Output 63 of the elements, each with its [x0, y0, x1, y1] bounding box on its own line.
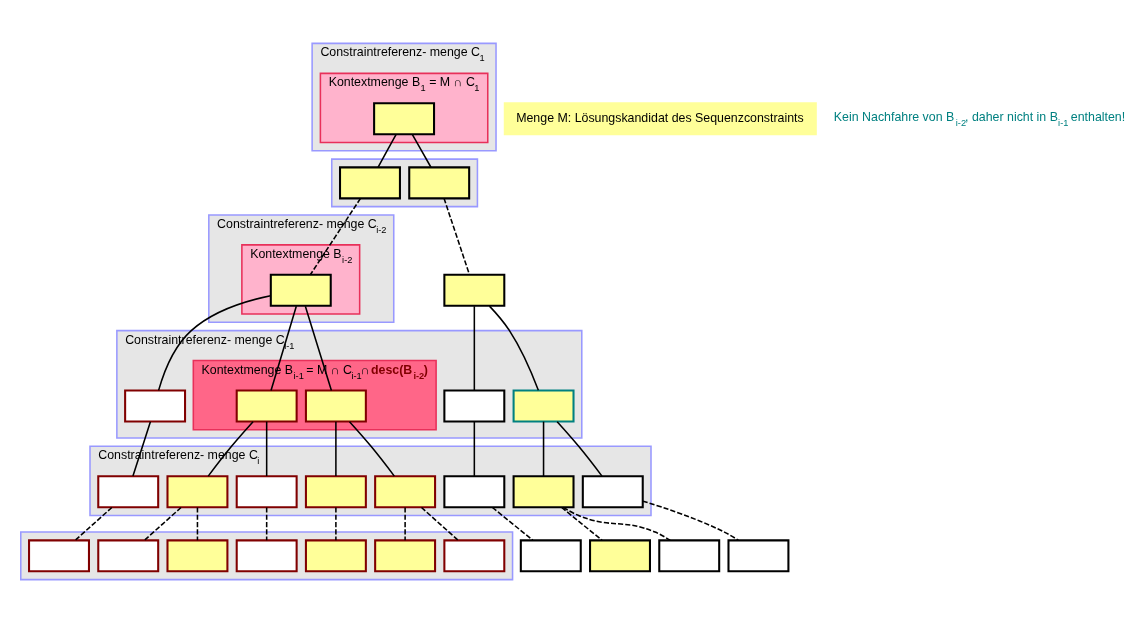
- connector: [562, 506, 671, 541]
- node-box: [581, 474, 644, 508]
- connector: [196, 506, 199, 541]
- connector: [420, 506, 459, 541]
- node-box: [235, 538, 298, 572]
- node-box: [727, 538, 790, 572]
- connector: [404, 506, 406, 541]
- node-box: [512, 474, 575, 508]
- node-box: [443, 474, 506, 508]
- connector: [473, 304, 476, 391]
- node-box: [235, 389, 298, 423]
- node-box: [374, 538, 437, 572]
- cluster: Kontextmenge B$_{i-2}$: [241, 243, 361, 315]
- node-box: [443, 273, 506, 307]
- node-box: [374, 474, 437, 508]
- node-box: Menge M: Lösungskandidat des Sequenzconstraints: [503, 101, 817, 135]
- node-box: [304, 389, 367, 423]
- cluster: Kontextmenge B$_{1}$ = M ∩ C$_{1}$: [319, 72, 489, 143]
- connector: [556, 420, 603, 477]
- node-box: [589, 538, 651, 572]
- connector: [642, 499, 740, 541]
- connector: [207, 420, 254, 477]
- connector: [560, 506, 603, 541]
- connector: [74, 506, 113, 541]
- cluster: [20, 530, 514, 580]
- connector: [132, 420, 152, 477]
- node-box: [97, 538, 160, 572]
- connector: [157, 294, 272, 391]
- connector: [143, 506, 182, 541]
- node-box: [304, 474, 367, 508]
- node-box: [269, 273, 332, 307]
- node-box: [166, 474, 229, 508]
- node-box: [658, 538, 721, 572]
- node-box: [28, 538, 90, 572]
- connector: [270, 304, 298, 391]
- node-box: [512, 389, 575, 423]
- connector: [411, 133, 432, 168]
- connector: [488, 304, 540, 391]
- connector: [335, 506, 337, 541]
- connector: [348, 420, 396, 477]
- node-box: [304, 538, 367, 572]
- connector: [491, 506, 534, 541]
- connector: [309, 197, 362, 276]
- label: Kein Nachfahre von B$_{i-2}$, daher nicht in B$_{i-1}$ enthalten!: [833, 109, 1126, 128]
- node-box: [443, 389, 506, 423]
- cluster: [331, 157, 479, 207]
- node-box: [166, 538, 229, 572]
- connector: [542, 420, 545, 477]
- node-box: [235, 474, 298, 508]
- connector: [304, 304, 333, 391]
- node-box: [443, 538, 506, 572]
- connector: [443, 197, 471, 276]
- connector: [377, 133, 397, 168]
- node-box: [408, 165, 471, 199]
- connector: [473, 420, 476, 477]
- node-box: [97, 474, 160, 508]
- connector: [335, 420, 337, 477]
- connector: [265, 420, 268, 477]
- node-box: [373, 101, 436, 135]
- node-box: [124, 389, 187, 423]
- node-box: [339, 165, 401, 199]
- connector: [265, 506, 268, 541]
- node-box: [519, 538, 582, 572]
